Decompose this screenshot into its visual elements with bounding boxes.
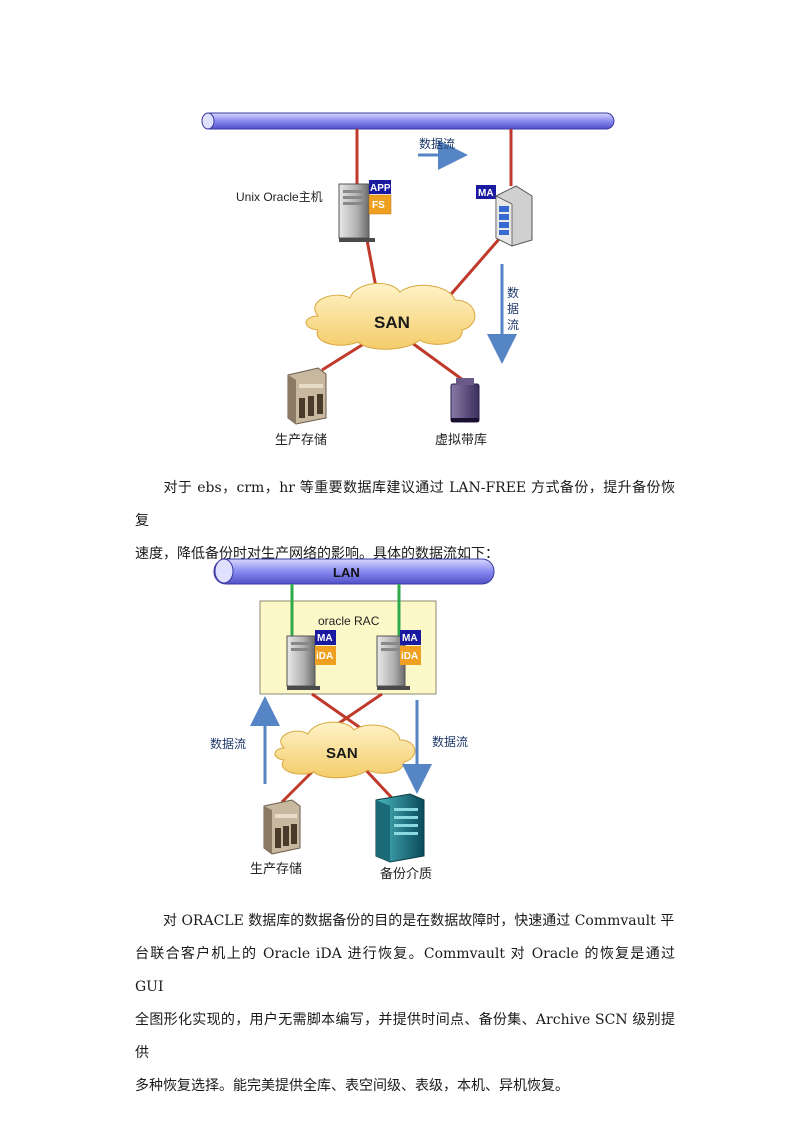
rac-node-2-ida-badge: iDA: [400, 646, 421, 665]
diagram-lan-backup: 数据流 数 据 流 Unix Oracle主机 APP FS MA SAN: [201, 112, 615, 447]
production-storage-icon-2: [263, 799, 301, 855]
san-cloud: [305, 282, 476, 350]
production-storage-label-2: 生产存储: [250, 861, 302, 876]
rac-node-1-server-icon: [286, 635, 320, 690]
san-label-2: SAN: [326, 745, 358, 762]
rac-node-1-ida-badge: iDA: [315, 646, 336, 665]
dataflow-label-right: 数据流: [432, 734, 468, 749]
app-badge: APP: [369, 180, 391, 194]
virtual-tape-library-label: 虚拟带库: [435, 432, 487, 447]
svg-text:iDA: iDA: [316, 651, 333, 662]
virtual-tape-library-icon: [450, 378, 480, 423]
dataflow-label-left: 数据流: [210, 736, 246, 751]
para1-line1: 对于 ebs，crm，hr 等重要数据库建议通过 LAN-FREE 方式备份，提…: [135, 480, 675, 529]
rac-node-2-ma-badge: MA: [400, 630, 421, 645]
dataflow-label-vertical-3: 流: [507, 318, 519, 332]
svg-text:iDA: iDA: [401, 651, 418, 662]
svg-text:MA: MA: [478, 188, 494, 199]
paragraph-oracle-restore: 对 ORACLE 数据库的数据备份的目的是在数据故障时，快速通过 Commvau…: [135, 905, 675, 1103]
para1-line2: 速度，降低备份时对生产网络的影响。具体的数据流如下：: [135, 546, 499, 562]
ma-badge: MA: [476, 185, 496, 199]
diagram-lan-free-backup: LAN oracle RAC MA iDA MA iDA: [210, 558, 495, 881]
dataflow-label-vertical-1: 数: [507, 285, 519, 300]
production-storage-icon: [287, 367, 327, 425]
production-storage-label: 生产存储: [275, 432, 327, 447]
paragraph-lan-free: 对于 ebs，crm，hr 等重要数据库建议通过 LAN-FREE 方式备份，提…: [135, 472, 675, 571]
fs-badge: FS: [368, 194, 392, 215]
svg-text:MA: MA: [402, 633, 418, 644]
server-icon: [338, 183, 375, 242]
host-label: Unix Oracle主机: [236, 190, 323, 204]
lan-bus: [213, 558, 495, 585]
media-agent-server-icon: [495, 185, 533, 247]
backup-media-label: 备份介质: [380, 866, 432, 881]
san-label: SAN: [374, 313, 410, 332]
svg-text:APP: APP: [370, 183, 391, 194]
para2-line4: 多种恢复选择。能完美提供全库、表空间级、表级，本机、异机恢复。: [135, 1078, 569, 1094]
dataflow-label-vertical-2: 据: [507, 302, 519, 316]
para2-line1: 对 ORACLE 数据库的数据备份的目的是在数据故障时，快速通过 Commvau…: [163, 913, 675, 929]
lan-label: LAN: [333, 565, 360, 580]
green-links: [290, 584, 401, 636]
dataflow-label-horizontal: 数据流: [419, 136, 455, 151]
san-cloud-2: [274, 721, 416, 779]
network-bus: [201, 112, 615, 130]
svg-text:MA: MA: [317, 633, 333, 644]
para2-line3: 全图形化实现的，用户无需脚本编写，并提供时间点、备份集、Archive SCN …: [135, 1012, 675, 1061]
oracle-rac-label: oracle RAC: [318, 614, 380, 628]
para2-line2: 台联合客户机上的 Oracle iDA 进行恢复。Commvault 对 Ora…: [135, 946, 675, 995]
backup-media-icon: [375, 793, 425, 863]
svg-text:FS: FS: [372, 200, 385, 211]
rac-node-1-ma-badge: MA: [315, 630, 336, 645]
